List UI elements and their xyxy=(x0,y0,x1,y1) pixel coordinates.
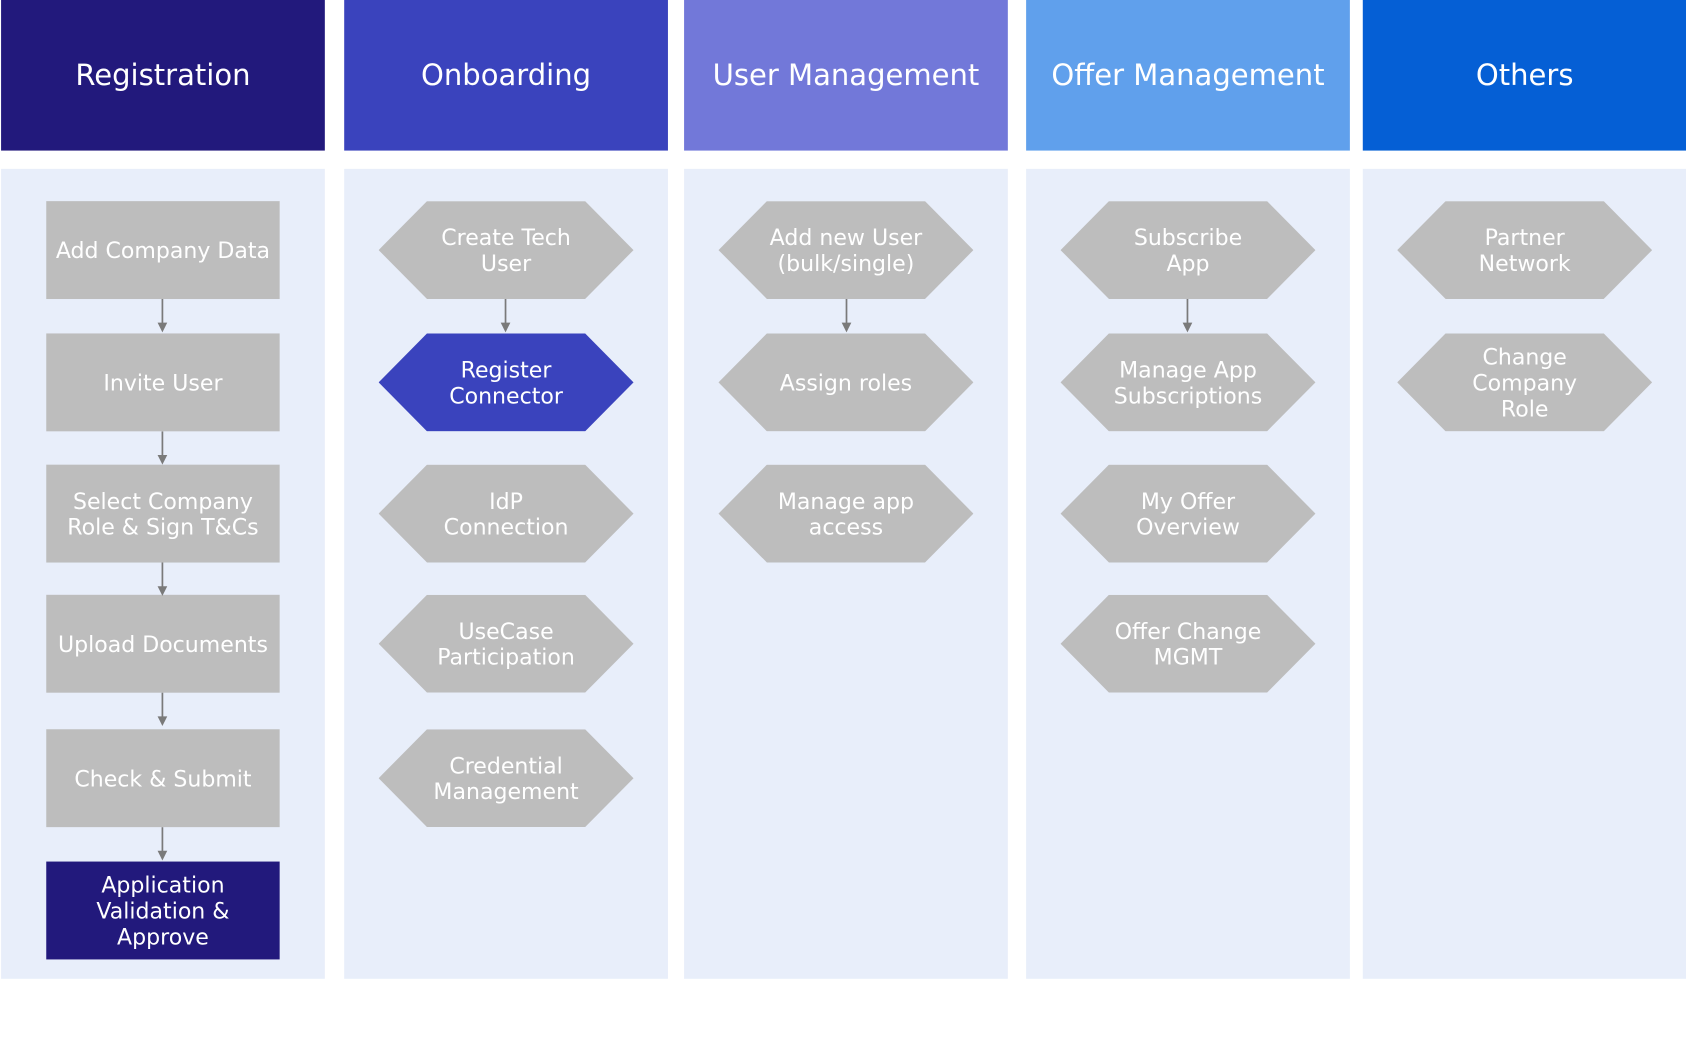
column-header-onboarding: Onboarding xyxy=(344,0,668,151)
arrow-connector xyxy=(841,299,852,333)
step-usecase-participation: UseCase Participation xyxy=(378,594,634,693)
arrow-connector xyxy=(157,692,168,727)
step-offer-change-mgmt: Offer Change MGMT xyxy=(1060,594,1316,693)
column-header-others: Others xyxy=(1362,0,1686,151)
step-add-company-data: Add Company Data xyxy=(46,201,280,300)
step-change-company-role: Change Company Role xyxy=(1397,333,1653,432)
column-body-registration: Add Company Data Invite User Select Comp… xyxy=(1,168,325,979)
arrow-connector xyxy=(157,299,168,333)
step-partner-network: Partner Network xyxy=(1397,201,1653,300)
step-create-tech-user: Create Tech User xyxy=(378,201,634,300)
step-assign-roles: Assign roles xyxy=(718,333,974,432)
arrow-connector xyxy=(1182,299,1193,333)
step-upload-documents: Upload Documents xyxy=(46,594,280,693)
step-add-new-user: Add new User (bulk/single) xyxy=(718,201,974,300)
step-manage-app-subscriptions: Manage App Subscriptions xyxy=(1060,333,1316,432)
column-body-onboarding: Create Tech User Register Connector IdP … xyxy=(344,168,668,979)
column-header-offer-management: Offer Management xyxy=(1026,0,1350,151)
arrow-connector xyxy=(157,827,168,861)
step-check-submit: Check & Submit xyxy=(46,729,280,828)
step-application-validation: Application Validation & Approve xyxy=(46,861,280,960)
step-invite-user: Invite User xyxy=(46,333,280,432)
step-credential-management: Credential Management xyxy=(378,729,634,828)
step-select-company-role: Select Company Role & Sign T&Cs xyxy=(46,464,280,563)
step-subscribe-app: Subscribe App xyxy=(1060,201,1316,300)
step-my-offer-overview: My Offer Overview xyxy=(1060,464,1316,563)
column-header-registration: Registration xyxy=(1,0,325,151)
step-idp-connection: IdP Connection xyxy=(378,464,634,563)
column-body-others: Partner Network Change Company Role xyxy=(1362,168,1686,979)
step-manage-app-access: Manage app access xyxy=(718,464,974,563)
arrow-connector xyxy=(157,562,168,596)
column-body-user-management: Add new User (bulk/single) Assign roles … xyxy=(684,168,1008,979)
arrow-connector xyxy=(157,431,168,465)
column-header-user-management: User Management xyxy=(684,0,1008,151)
column-body-offer-management: Subscribe App Manage App Subscriptions M… xyxy=(1026,168,1350,979)
step-register-connector: Register Connector xyxy=(378,333,634,432)
arrow-connector xyxy=(500,299,511,333)
